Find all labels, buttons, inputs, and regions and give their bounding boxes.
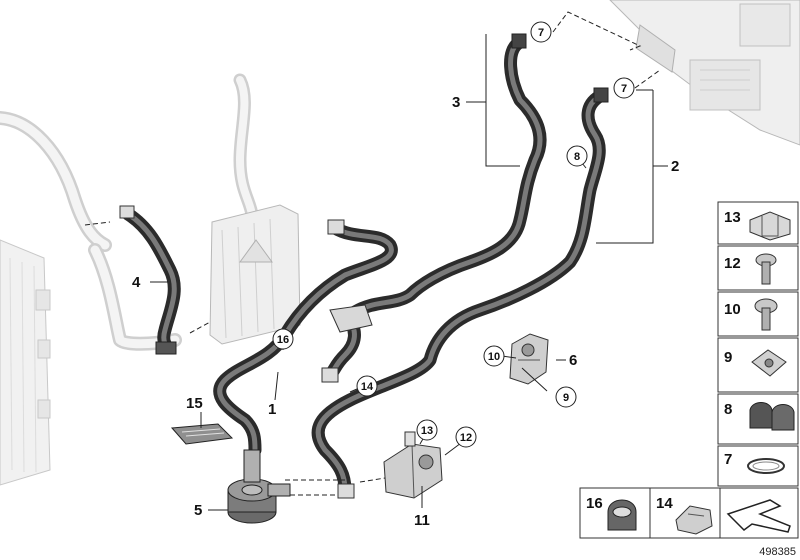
ghost-hoses xyxy=(0,73,259,351)
svg-text:6: 6 xyxy=(569,352,577,369)
expansion-tank-ghost xyxy=(209,204,301,345)
callout-10: 10 xyxy=(483,345,505,367)
hose-4 xyxy=(119,205,181,355)
svg-text:13: 13 xyxy=(421,425,433,437)
hose-14 xyxy=(321,304,373,383)
legend-row-9: 9 xyxy=(717,337,799,393)
svg-text:7: 7 xyxy=(621,83,627,95)
hose-2 xyxy=(311,87,609,499)
legend-row-13: 13 xyxy=(717,201,799,245)
svg-text:14: 14 xyxy=(361,381,374,393)
svg-text:7: 7 xyxy=(538,27,544,39)
diagram-number: 498385 xyxy=(759,546,796,558)
bracket-11 xyxy=(383,431,443,499)
hose-3 xyxy=(348,33,547,319)
callout-12: 12 xyxy=(455,426,477,448)
svg-text:12: 12 xyxy=(724,255,741,272)
callout-2: 2 xyxy=(671,158,679,175)
arrow-icon xyxy=(726,499,791,533)
svg-text:2: 2 xyxy=(671,158,679,175)
svg-text:3: 3 xyxy=(452,94,460,111)
callout-6: 6 xyxy=(569,352,577,369)
callout-8: 8 xyxy=(566,145,588,167)
pad-15 xyxy=(170,423,234,445)
callout-7-top: 7 xyxy=(530,21,552,43)
svg-text:16: 16 xyxy=(277,334,289,346)
svg-text:498385: 498385 xyxy=(759,546,796,558)
svg-text:10: 10 xyxy=(488,351,500,363)
svg-text:7: 7 xyxy=(724,451,732,468)
callout-1: 1 xyxy=(268,401,276,418)
svg-text:5: 5 xyxy=(194,502,202,519)
legend-row-8: 8 xyxy=(717,393,799,445)
legend-row-12: 12 xyxy=(717,245,799,291)
callout-4: 4 xyxy=(132,274,141,291)
legend-row-10: 10 xyxy=(717,291,799,337)
callout-13: 13 xyxy=(416,419,438,441)
callout-9: 9 xyxy=(555,386,577,408)
svg-text:13: 13 xyxy=(724,209,741,226)
callout-7-right: 7 xyxy=(613,77,635,99)
callout-15: 15 xyxy=(186,395,203,412)
electric-water-pump xyxy=(227,449,291,524)
heater-unit-ghost xyxy=(609,0,800,146)
legend-box-14: 14 xyxy=(649,487,721,539)
holder-6 xyxy=(509,333,549,385)
svg-text:10: 10 xyxy=(724,301,741,318)
callout-14: 14 xyxy=(356,375,378,397)
svg-text:9: 9 xyxy=(563,392,569,404)
callout-3: 3 xyxy=(452,94,460,111)
svg-text:12: 12 xyxy=(460,432,472,444)
reference-lines xyxy=(84,11,661,496)
legend-box-16: 16 xyxy=(579,487,651,539)
svg-text:9: 9 xyxy=(724,349,732,366)
radiator-ghost xyxy=(0,239,51,486)
svg-text:4: 4 xyxy=(132,274,141,291)
svg-text:1: 1 xyxy=(268,401,276,418)
callout-16: 16 xyxy=(272,328,294,350)
svg-text:15: 15 xyxy=(186,395,203,412)
legend-box-arrow xyxy=(719,487,799,539)
svg-text:14: 14 xyxy=(656,495,673,512)
callout-5: 5 xyxy=(194,502,202,519)
svg-text:8: 8 xyxy=(574,151,580,163)
svg-text:16: 16 xyxy=(586,495,603,512)
legend-row-7: 7 xyxy=(717,445,799,487)
callout-11: 11 xyxy=(414,512,430,529)
svg-text:8: 8 xyxy=(724,401,732,418)
svg-text:11: 11 xyxy=(414,512,430,529)
